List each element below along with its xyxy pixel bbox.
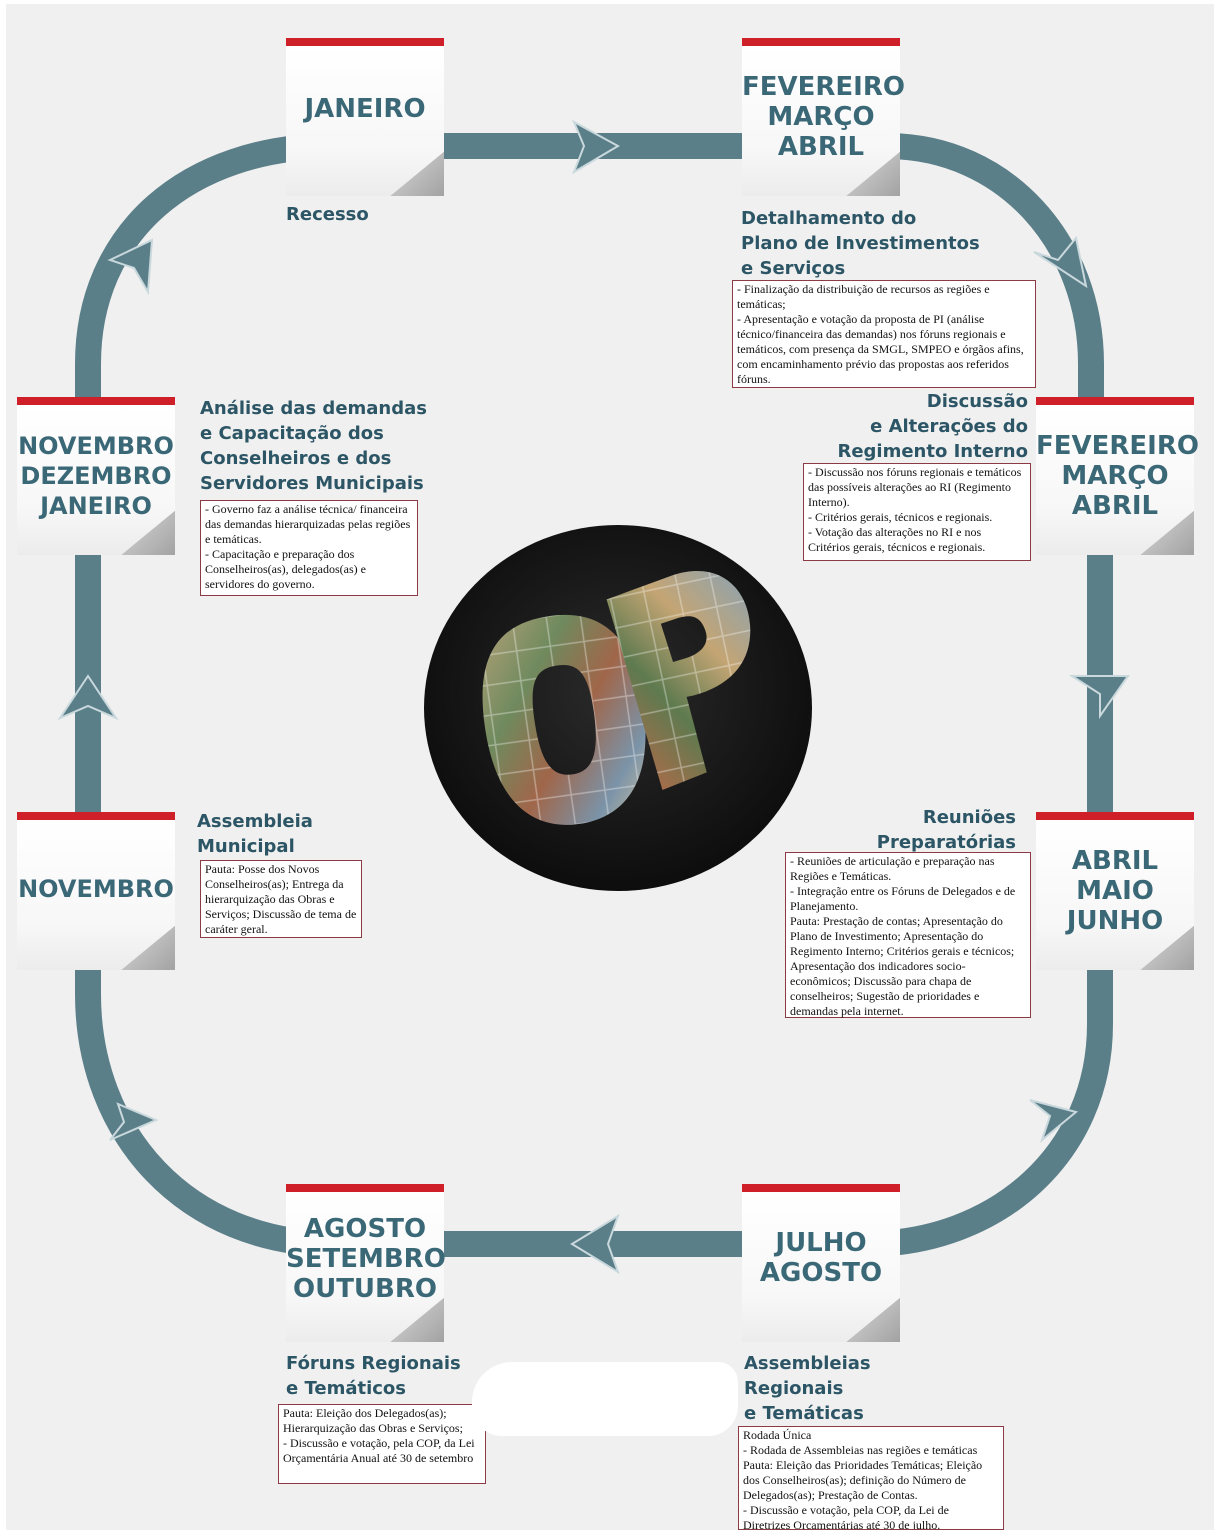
logo-letter-o [482, 614, 646, 825]
box-discussao: - Discussão nos fóruns regionais e temát… [803, 463, 1031, 561]
arrow-head-bottom [570, 1213, 620, 1275]
month-label: JULHO AGOSTO [759, 1228, 883, 1288]
ring-segment-bottom-right [865, 964, 1113, 1257]
month-note-fevereiro-top: FEVEREIRO MARÇO ABRIL [742, 38, 905, 196]
arrow-head-left [57, 674, 119, 721]
month-label: FEVEREIRO MARÇO ABRIL [742, 72, 905, 162]
heading-assembleias-regionais: Assembleias Regionais e Temáticas [744, 1353, 871, 1424]
op-logo [424, 525, 812, 891]
arrow-head-bottom-right [1029, 1099, 1079, 1143]
blank-patch [472, 1362, 738, 1436]
heading-detalhamento: Detalhamento do Plano de Investimentos e… [741, 208, 980, 279]
month-label: NOVEMBRO DEZEMBRO JANEIRO [18, 432, 174, 520]
box-detalhamento: - Finalização da distribuição de recurso… [732, 280, 1036, 388]
heading-reunioes: Reuniões Preparatórias [876, 807, 1016, 853]
month-note-julho: JULHO AGOSTO [742, 1184, 900, 1342]
box-analise: - Governo faz a análise técnica/ finance… [200, 500, 418, 596]
month-note-janeiro: JANEIRO [286, 38, 444, 196]
month-note-fevereiro-right: FEVEREIRO MARÇO ABRIL [1036, 397, 1199, 555]
box-reunioes: - Reuniões de articulação e preparação n… [785, 852, 1031, 1018]
diagram-canvas: JANEIRO FEVEREIRO MARÇO ABRIL FEVEREIRO … [6, 4, 1214, 1530]
box-foruns: Pauta: Eleição dos Delegados(as); Hierar… [278, 1404, 486, 1484]
heading-recesso: Recesso [286, 204, 369, 225]
month-note-abril: ABRIL MAIO JUNHO [1036, 812, 1194, 970]
month-note-novembro-dezembro: NOVEMBRO DEZEMBRO JANEIRO [17, 397, 175, 555]
heading-assembleia-municipal: Assembleia Municipal [197, 811, 313, 857]
ring-segment-top-right [885, 133, 1104, 424]
month-note-novembro: NOVEMBRO [17, 812, 175, 970]
ring-segment-top-left [75, 133, 337, 404]
logo-letter-p [606, 571, 751, 790]
arrow-head-bottom-left [109, 1102, 159, 1141]
box-assembleias-regionais: Rodada Única - Rodada de Assembleias nas… [738, 1426, 1004, 1530]
cycle-ring [57, 119, 1130, 1275]
month-note-agosto: AGOSTO SETEMBRO OUTUBRO [286, 1184, 446, 1342]
month-label: ABRIL MAIO JUNHO [1066, 846, 1164, 936]
month-label: AGOSTO SETEMBRO OUTUBRO [286, 1214, 446, 1304]
heading-analise: Análise das demandas e Capacitação dos C… [200, 398, 427, 494]
month-label: FEVEREIRO MARÇO ABRIL [1036, 431, 1199, 521]
ring-segment-bottom-left [75, 964, 337, 1257]
box-assembleia-municipal: Pauta: Posse dos Novos Conselheiros(as);… [200, 860, 362, 938]
heading-discussao: Discussão e Alterações do Regimento Inte… [837, 391, 1028, 462]
month-label: JANEIRO [304, 94, 426, 124]
arrow-head-right [1068, 675, 1130, 720]
arrow-head-top [571, 119, 621, 175]
arrow-head-top-left [107, 238, 154, 296]
month-label: NOVEMBRO [18, 875, 174, 903]
heading-foruns: Fóruns Regionais e Temáticos [286, 1353, 461, 1399]
arrow-head-top-right [1033, 235, 1088, 289]
